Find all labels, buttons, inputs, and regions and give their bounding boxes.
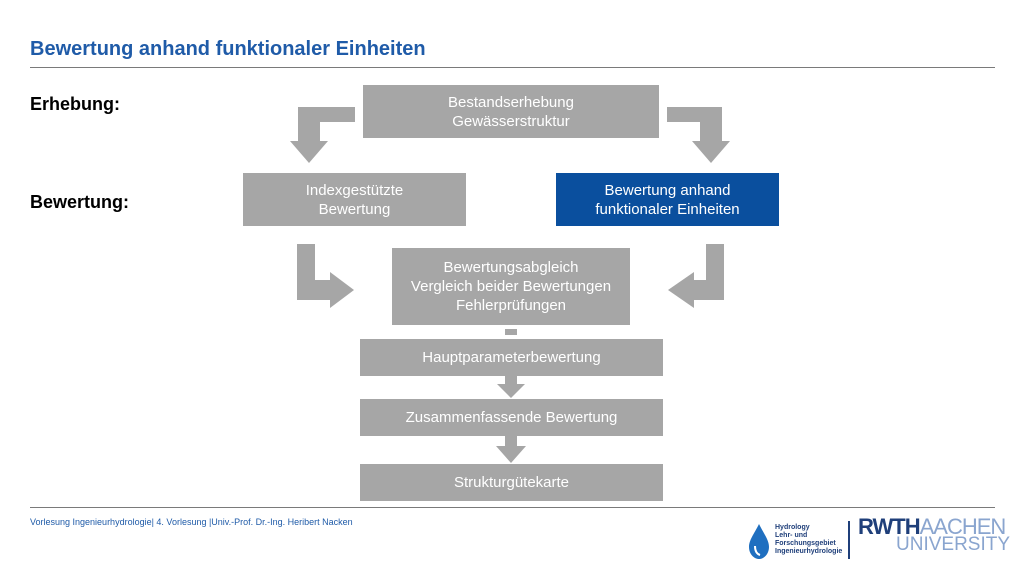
box-zusammenfassende-bewertung: Zusammenfassende Bewertung: [360, 399, 663, 436]
box-bestandserhebung: Bestandserhebung Gewässerstruktur: [363, 85, 659, 138]
bottom-divider: [30, 507, 995, 508]
label-erhebung: Erhebung:: [30, 94, 120, 114]
rwth-wordmark: RWTH: [858, 514, 921, 539]
box-indexgestuetzte-bewertung: Indexgestützte Bewertung: [243, 173, 466, 226]
arrow-mid-right: [668, 244, 724, 308]
top-divider: [30, 67, 995, 68]
box-funktionale-einheiten: Bewertung anhand funktionaler Einheiten: [556, 173, 779, 226]
slide-title: Bewertung anhand funktionaler Einheiten: [30, 38, 426, 60]
aachen-wordmark: AACHEN: [919, 514, 1007, 539]
arrow-top-left: [290, 107, 355, 163]
university-wordmark: UNIVERSITY: [896, 534, 1011, 555]
arrow-center-2: [496, 435, 526, 463]
label-bewertung: Bewertung:: [30, 192, 129, 212]
box-hauptparameterbewertung: Hauptparameterbewertung: [360, 339, 663, 376]
box-bewertungsabgleich: Bewertungsabgleich Vergleich beider Bewe…: [392, 248, 630, 325]
hydrology-logo-text: Hydrology Lehr- und Forschungsgebiet Ing…: [775, 524, 843, 555]
footer-text: Vorlesung Ingenieurhydrologie| 4. Vorles…: [30, 517, 353, 527]
box-strukturguetekarte: Strukturgütekarte: [360, 464, 663, 501]
rwth-logo: RWTHAACHEN UNIVERSITY: [858, 516, 1011, 555]
arrow-mid-left: [297, 244, 354, 308]
connector-abgleich-haupt: [505, 329, 517, 335]
logo-separator: [848, 521, 850, 559]
water-drop-icon: [749, 524, 769, 559]
arrow-top-right: [667, 107, 730, 163]
arrow-center-1: [497, 375, 525, 398]
